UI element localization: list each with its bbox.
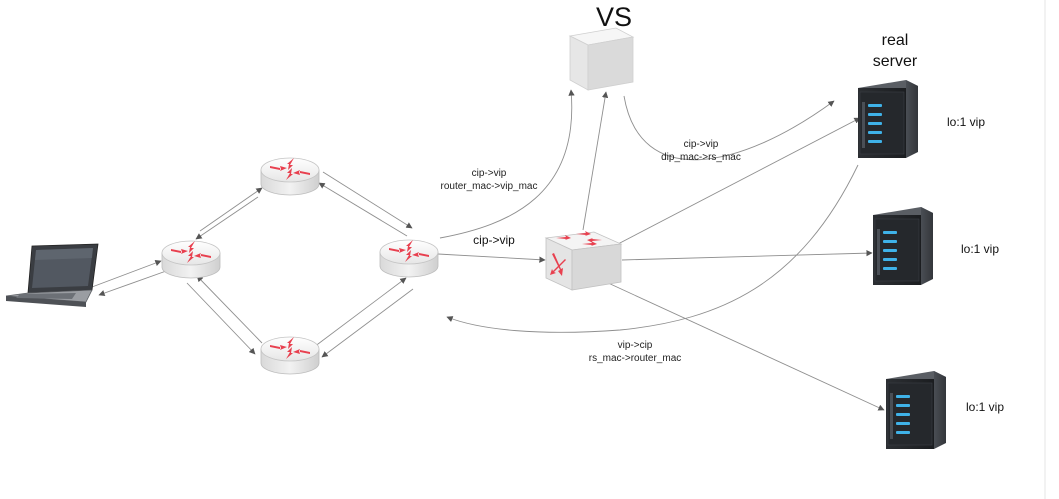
response-label-line2: rs_mac->router_mac [589, 353, 682, 364]
link-switch-to-server-3 [605, 281, 885, 411]
vs-label: VS [596, 2, 632, 32]
real-server-3-lo-label: lo:1 vip [966, 400, 1004, 414]
real-server-2-lo-label: lo:1 vip [961, 242, 999, 256]
link-left-to-bottom-router [186, 282, 256, 355]
router-icon-top [260, 157, 320, 196]
response-label-line1: vip->cip [618, 340, 653, 351]
request-to-switch-label: cip->vip [473, 233, 515, 247]
link-switch-to-server-2 [621, 250, 873, 261]
router-icon-bottom [260, 336, 320, 375]
router-icon-left [161, 240, 221, 279]
link-switch-to-server-1 [617, 117, 861, 245]
rack-server-icon-2 [872, 206, 934, 286]
server-box-icon [568, 27, 635, 91]
vs-to-rs-label-line2: dip_mac->rs_mac [661, 152, 741, 163]
vs-to-rs-label-line1: cip->vip [684, 139, 719, 150]
router-icon-right [379, 239, 439, 278]
link-response-to-client [446, 164, 859, 333]
real-server-label-line1: real [882, 32, 909, 49]
request-to-vs-label-line2: router_mac->vip_mac [441, 181, 538, 192]
rack-server-icon-3 [885, 370, 947, 450]
laptop-icon [5, 243, 99, 307]
link-top-to-left-router [195, 196, 259, 240]
link-router-to-vs [439, 89, 575, 239]
link-top-to-right-router [322, 171, 413, 229]
link-router-to-laptop [98, 269, 170, 297]
real-server-label-line2: server [873, 53, 918, 70]
link-right-to-bottom-router [321, 288, 414, 358]
link-bottom-to-left-router [196, 275, 263, 344]
real-server-1-lo-label: lo:1 vip [947, 115, 985, 129]
request-to-vs-label-line1: cip->vip [472, 168, 507, 179]
rack-server-icon-1 [857, 79, 919, 159]
link-left-to-top-router [199, 187, 263, 232]
link-right-to-top-router [318, 182, 408, 237]
link-bottom-to-right-router [313, 277, 407, 348]
link-switch-to-vs [582, 91, 609, 231]
link-laptop-to-router [91, 260, 162, 288]
link-vs-to-real-server [623, 95, 835, 161]
switch-icon [544, 231, 623, 291]
link-router-to-switch [437, 253, 546, 263]
